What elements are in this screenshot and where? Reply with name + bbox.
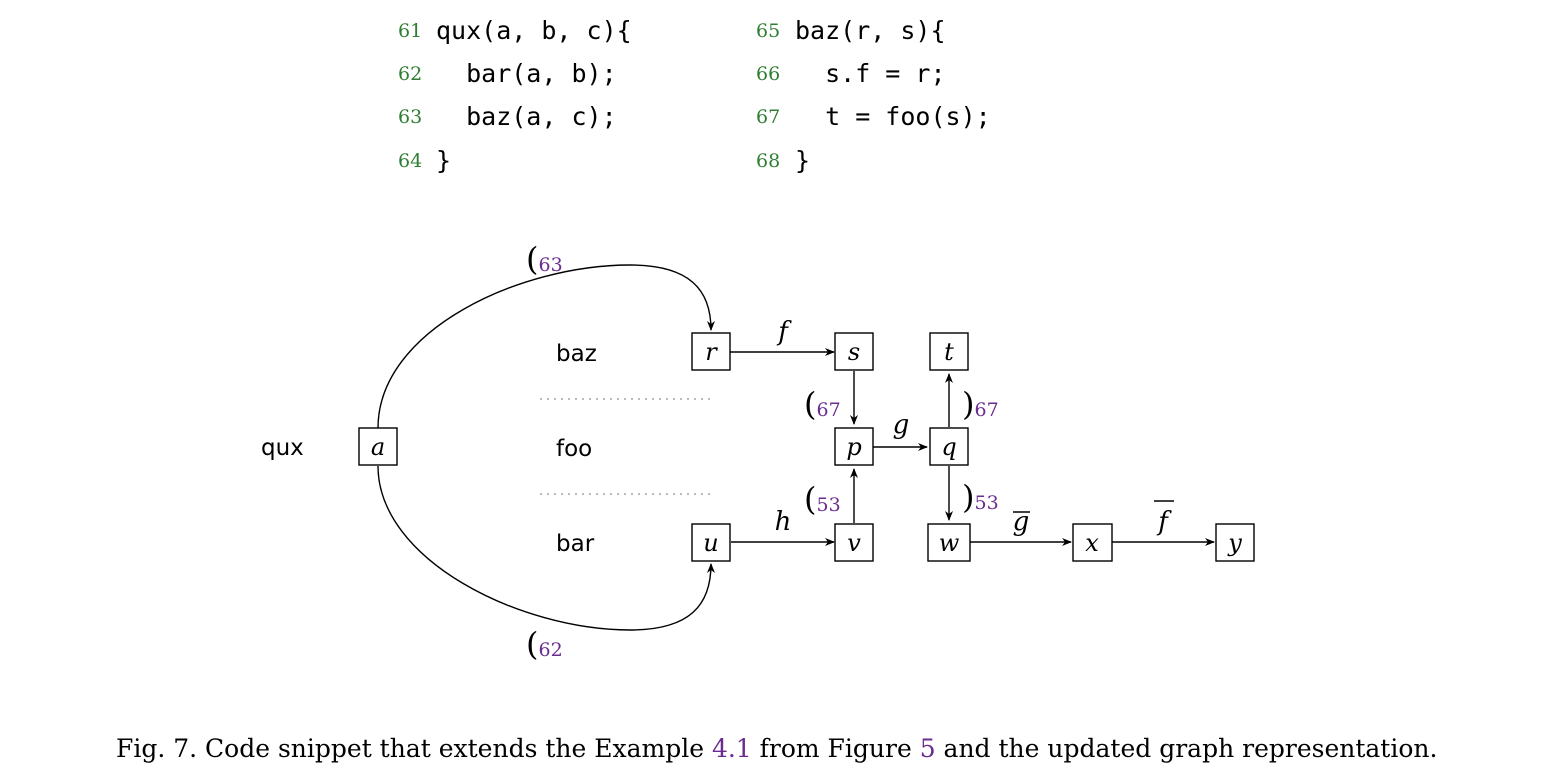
node-label: t	[944, 338, 954, 366]
code-line: bar(a, b);	[436, 59, 617, 88]
node-u	[691, 523, 731, 562]
edge-label-f-bar: f	[1156, 507, 1172, 537]
node-label: y	[1227, 529, 1242, 557]
caption-text: Fig. 7. Code snippet that extends the Ex…	[116, 734, 712, 763]
code-line: baz(r, s){	[795, 16, 946, 45]
edge-label-h: h	[775, 507, 792, 537]
node-y	[1215, 523, 1255, 562]
call-label-open-53: (53	[804, 480, 841, 518]
call-label-open-67: (67	[804, 385, 841, 423]
line-number: 63	[398, 106, 423, 128]
node-t	[929, 332, 969, 371]
node-a	[358, 427, 398, 466]
example-ref-link[interactable]: 4.1	[711, 734, 752, 763]
code-line: t = foo(s);	[795, 102, 991, 131]
node-p	[834, 427, 874, 466]
line-number: 66	[756, 63, 781, 85]
code-line: }	[795, 146, 811, 175]
call-label-close-53: )53	[962, 478, 999, 516]
call-edge-62	[377, 465, 715, 631]
call-edge-63	[377, 264, 715, 429]
call-label-open-62: (62	[526, 625, 563, 663]
node-q	[929, 427, 969, 466]
code-line: s.f = r;	[795, 59, 946, 88]
node-label: v	[847, 529, 861, 557]
function-label-bar: bar	[556, 531, 595, 557]
call-label-open-63: (63	[526, 240, 563, 278]
node-v	[834, 523, 874, 562]
line-number: 68	[756, 150, 781, 172]
edge-label-g-bar: g	[1013, 507, 1030, 537]
line-number: 67	[756, 106, 781, 128]
figure-caption: Fig. 7. Code snippet that extends the Ex…	[116, 734, 1437, 763]
node-label: p	[846, 433, 861, 461]
code-line: }	[436, 146, 452, 175]
code-line: qux(a, b, c){	[436, 16, 632, 45]
function-label-foo: foo	[556, 436, 592, 462]
node-label: s	[848, 338, 860, 366]
call-label-close-67: )67	[962, 385, 999, 423]
edge-label-f: f	[776, 317, 792, 347]
node-label: r	[705, 338, 718, 366]
node-r	[691, 332, 731, 371]
node-label: w	[939, 529, 960, 557]
line-number: 61	[398, 20, 423, 42]
line-number: 62	[398, 63, 423, 85]
function-label-qux: qux	[261, 435, 304, 461]
node-label: x	[1085, 529, 1099, 557]
figure-ref-link[interactable]: 5	[919, 734, 936, 763]
node-w	[927, 523, 971, 562]
node-label: u	[703, 529, 718, 557]
node-label: q	[941, 433, 956, 461]
caption-text: and the updated graph representation.	[935, 734, 1438, 763]
node-label: a	[371, 433, 385, 461]
code-line: baz(a, c);	[436, 102, 617, 131]
line-number: 65	[756, 20, 781, 42]
edge-label-g: g	[893, 410, 910, 440]
caption-text: from Figure	[751, 734, 920, 763]
line-number: 64	[398, 150, 423, 172]
function-label-baz: baz	[556, 341, 597, 367]
node-x	[1072, 523, 1113, 562]
node-s	[834, 332, 874, 371]
